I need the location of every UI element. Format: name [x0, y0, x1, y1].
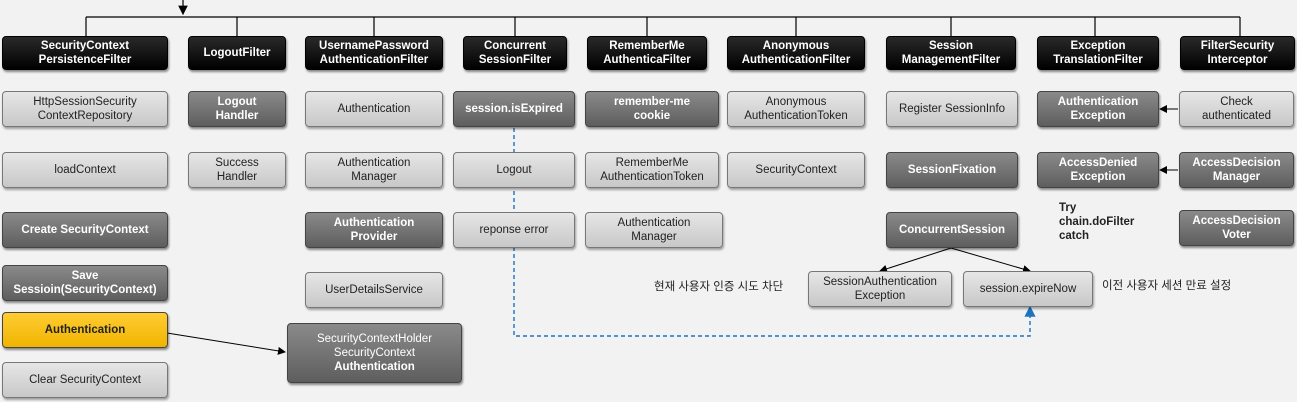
register-session-info: Register SessionInfo — [886, 91, 1018, 127]
expired-dashed-arrow — [513, 128, 1036, 337]
session-management-filter: Session ManagementFilter — [886, 36, 1016, 70]
session-is-expired: session.isExpired — [453, 91, 575, 127]
save-session-security-context: Save Sessioin(SecurityContext) — [2, 265, 168, 301]
check-authenticated: Check authenticated — [1179, 91, 1294, 127]
remember-me-authentication-filter: RememberMe AuthenticaFilter — [587, 36, 707, 70]
session-fixation: SessionFixation — [886, 152, 1018, 188]
logout-handler: Logout Handler — [188, 91, 286, 127]
filter-security-interceptor: FilterSecurity Interceptor — [1180, 36, 1295, 70]
access-denied-exception: AccessDenied Exception — [1037, 152, 1159, 188]
authentication-exception: Authentication Exception — [1037, 91, 1159, 127]
remember-me-cookie: remember-me cookie — [585, 91, 719, 127]
anonymous-authentication-token: Anonymous AuthenticationToken — [727, 91, 865, 127]
security-context-holder: SecurityContextHolder SecurityContext Au… — [287, 323, 462, 383]
anonymous-security-context: SecurityContext — [727, 152, 865, 188]
http-session-security-context-repository: HttpSessionSecurity ContextRepository — [2, 91, 168, 127]
remember-authentication-manager: Authentication Manager — [585, 212, 723, 248]
security-context-persistence-filter: SecurityContext PersistenceFilter — [2, 36, 168, 70]
holder-line-2: SecurityContext — [333, 347, 416, 359]
try-chain-do-filter-catch: Try chain.doFilter catch — [1059, 202, 1135, 242]
concurrent-to-expire-arrow — [950, 247, 1031, 273]
concurrent-logout: Logout — [453, 152, 575, 188]
authentication-provider: Authentication Provider — [305, 212, 443, 248]
access-decision-manager: AccessDecision Manager — [1179, 152, 1294, 188]
access-decision-voter: AccessDecision Voter — [1179, 210, 1294, 246]
anonymous-authentication-filter: Anonymous AuthenticationFilter — [727, 36, 865, 70]
auth-to-holder-arrow — [166, 332, 286, 355]
clear-security-context: Clear SecurityContext — [2, 362, 168, 398]
concurrent-session-filter: Concurrent SessionFilter — [463, 36, 567, 70]
concurrent-to-exception-arrow — [879, 247, 952, 273]
note-expire-previous-session: 이전 사용자 세션 만료 설정 — [1102, 280, 1232, 292]
authentication-highlight: Authentication — [2, 312, 168, 348]
username-authentication: Authentication — [305, 91, 443, 127]
logout-filter: LogoutFilter — [188, 36, 286, 70]
response-error: reponse error — [453, 212, 575, 248]
holder-line-1: SecurityContextHolder — [316, 333, 433, 345]
concurrent-session: ConcurrentSession — [886, 212, 1018, 248]
success-handler: Success Handler — [188, 152, 286, 188]
holder-line-3: Authentication — [334, 361, 415, 373]
note-block-current-user: 현재 사용자 인증 시도 차단 — [654, 281, 784, 293]
remember-me-authentication-token: RememberMe AuthenticationToken — [585, 152, 719, 188]
session-authentication-exception: SessionAuthentication Exception — [808, 271, 952, 307]
create-security-context: Create SecurityContext — [2, 212, 168, 248]
username-password-authentication-filter: UsernamePassword AuthenticationFilter — [305, 36, 443, 70]
session-expire-now: session.expireNow — [963, 271, 1093, 307]
load-context: loadContext — [2, 152, 168, 188]
exception-translation-filter: Exception TranslationFilter — [1037, 36, 1159, 70]
user-details-service: UserDetailsService — [305, 272, 443, 308]
authentication-manager: Authentication Manager — [305, 152, 443, 188]
